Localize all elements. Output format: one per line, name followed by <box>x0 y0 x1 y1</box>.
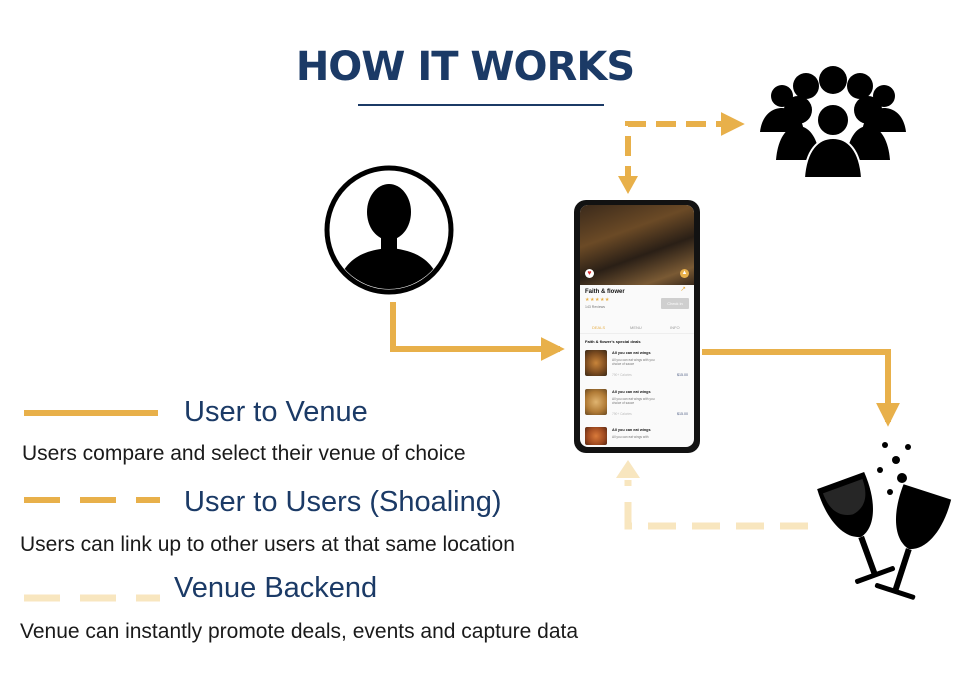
deal-price: $15.00 <box>677 373 688 377</box>
deal-thumbnail <box>585 350 607 376</box>
deal-title: All you can eat wings <box>612 351 651 355</box>
backend-arrowhead-up <box>616 460 640 478</box>
deal-thumbnail <box>585 427 607 445</box>
review-count: 143 Reviews <box>585 305 606 309</box>
deal-description: All you can eat wings with you choice of… <box>612 358 655 366</box>
deal-price: $15.00 <box>677 412 688 416</box>
deal-description: All you can eat wings with <box>612 435 649 439</box>
share-icon[interactable]: ↗ <box>680 286 686 293</box>
deals-header: Faith & flower's special deals <box>585 339 641 344</box>
flame-icon[interactable]: ▲ <box>680 269 689 278</box>
tab-menu[interactable]: MENU <box>630 325 642 330</box>
legend-label-shoaling: User to Users (Shoaling) <box>184 486 502 518</box>
legend-description-shoaling: Users can link up to other users at that… <box>20 533 515 556</box>
legend-description-user-to-venue: Users compare and select their venue of … <box>22 442 466 465</box>
group-of-users-icon <box>760 66 906 179</box>
deal-thumbnail <box>585 389 607 415</box>
title-underline <box>358 104 604 106</box>
venue-name: Faith & flower <box>585 289 625 295</box>
page-title: HOW IT WORKS <box>295 44 635 90</box>
venue-hero-image <box>580 205 694 285</box>
phone-app-mockup: ♥ ▲ Faith & flower ↗ ★★★★★ 143 Reviews C… <box>574 200 700 453</box>
venue-backend-connector <box>624 480 808 530</box>
rating-stars: ★★★★★ <box>585 297 610 303</box>
phone-to-venue-connector <box>702 349 900 427</box>
legend-label-venue-backend: Venue Backend <box>174 572 378 604</box>
legend-description-venue-backend: Venue can instantly promote deals, event… <box>20 620 579 643</box>
tab-info[interactable]: INFO <box>670 325 680 330</box>
deal-calories: 790+ Calories <box>612 412 632 416</box>
deal-description: All you can eat wings with you choice of… <box>612 397 655 405</box>
phone-screen: ♥ ▲ Faith & flower ↗ ★★★★★ 143 Reviews C… <box>580 205 694 447</box>
legend-label-user-to-venue: User to Venue <box>184 396 368 428</box>
heart-icon[interactable]: ♥ <box>585 269 594 278</box>
deal-title: All you can eat wings <box>612 390 651 394</box>
tab-deals[interactable]: DEALS <box>592 325 606 330</box>
deal-calories: 790+ Calories <box>612 373 632 377</box>
shoaling-arrowhead-down <box>618 176 638 194</box>
deal-title: All you can eat wings <box>612 428 651 432</box>
shoaling-connector <box>625 112 745 186</box>
check-in-button[interactable]: Check in <box>661 298 689 309</box>
single-user-icon <box>324 165 454 295</box>
wine-glasses-toast-icon <box>817 442 952 600</box>
user-to-venue-connector <box>390 302 565 361</box>
tabs-divider <box>580 333 694 334</box>
